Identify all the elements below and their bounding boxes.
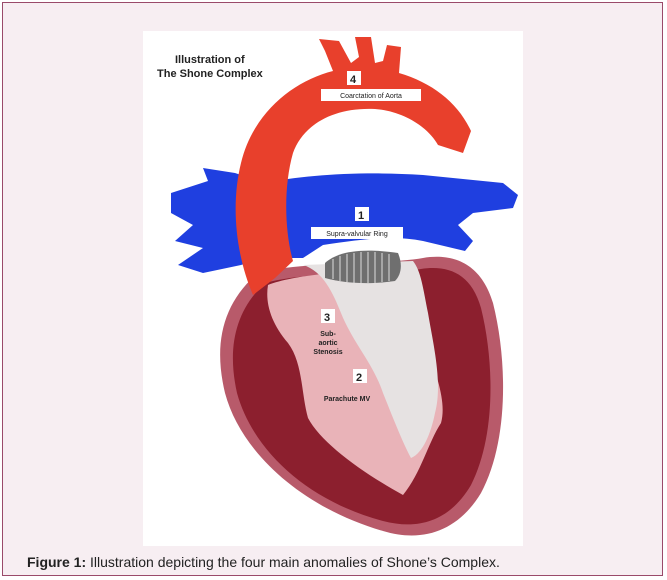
- figure-panel: Illustration of The Shone Complex 4 Coar…: [3, 3, 664, 577]
- label-1-text: Supra-valvular Ring: [326, 231, 388, 238]
- label-4-text: Coarctation of Aorta: [340, 93, 402, 100]
- illustration-title-line2: The Shone Complex: [157, 68, 264, 80]
- label-1-number: 1: [358, 210, 364, 222]
- caption-prefix: Figure 1:: [27, 554, 86, 570]
- label-3-text-line2: aortic: [318, 340, 337, 347]
- label-2-text: Parachute MV: [324, 396, 371, 403]
- label-2-number: 2: [356, 372, 362, 384]
- label-3-text-line1: Sub-: [320, 331, 336, 338]
- shone-complex-illustration: Illustration of The Shone Complex 4 Coar…: [3, 3, 664, 577]
- label-3-number: 3: [324, 312, 330, 324]
- figure-caption: Figure 1: Illustration depicting the fou…: [27, 554, 500, 570]
- caption-text: Illustration depicting the four main ano…: [86, 554, 500, 570]
- illustration-title-line1: Illustration of: [175, 54, 245, 66]
- label-3-text-line3: Stenosis: [313, 349, 342, 356]
- label-4-number: 4: [350, 74, 357, 86]
